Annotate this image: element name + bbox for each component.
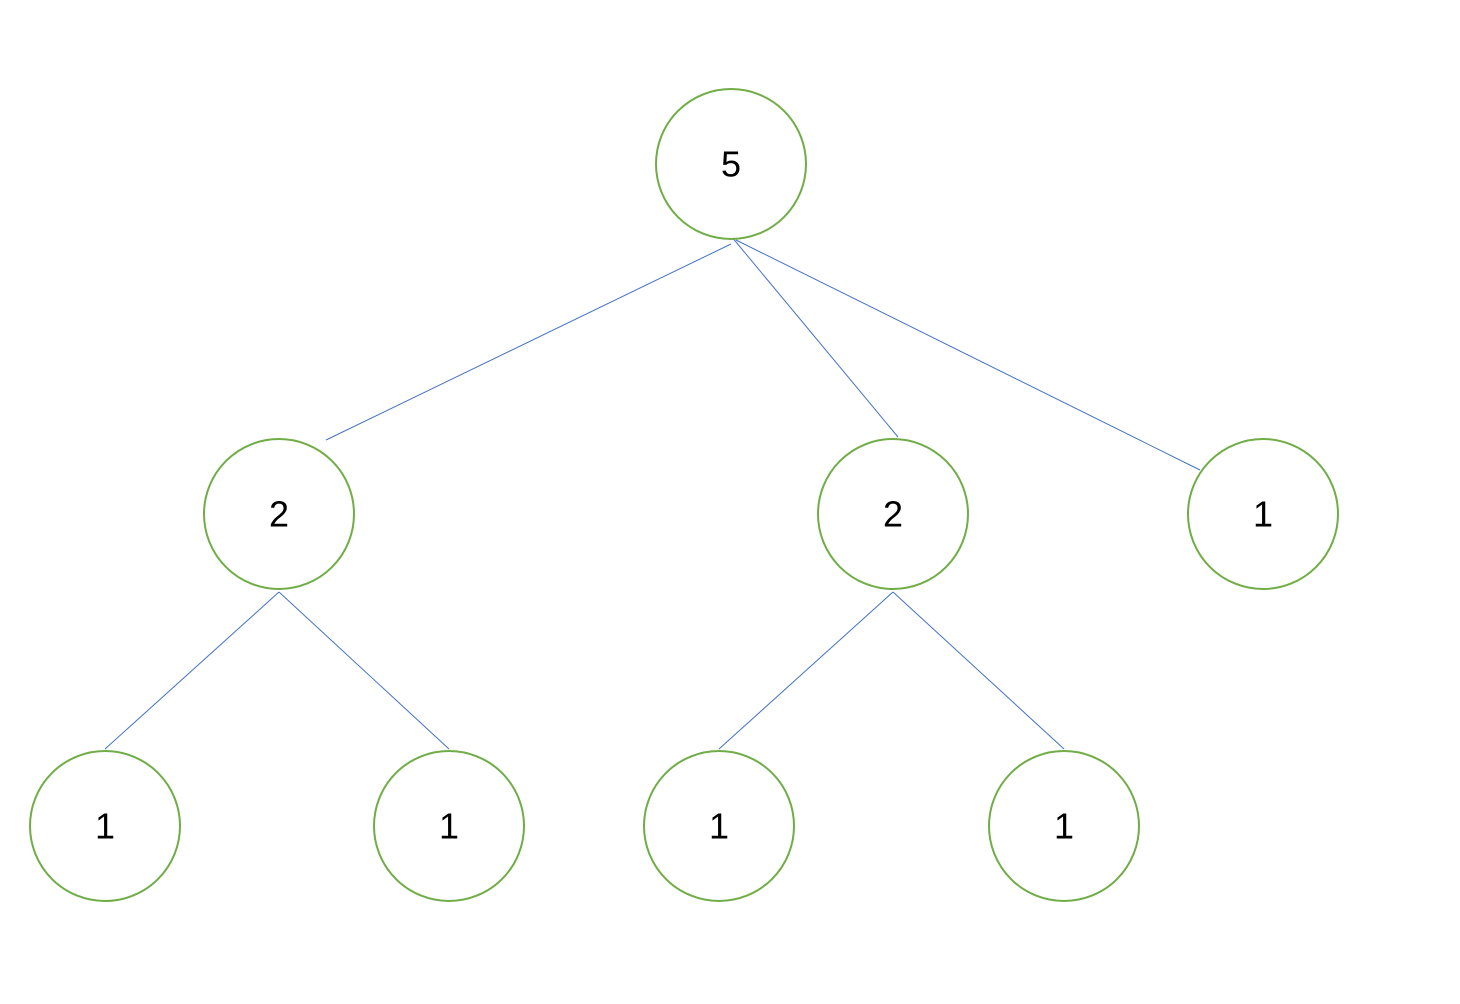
node-label: 1	[439, 806, 459, 847]
node-label: 1	[1054, 806, 1074, 847]
tree-edge-n1-n5	[278, 591, 450, 750]
tree-edge-n0-n2	[730, 235, 899, 438]
node-circle	[373, 750, 525, 902]
node-circle	[988, 750, 1140, 902]
tree-edge-n0-n3	[735, 239, 1201, 471]
tree-edge-n2-n6	[718, 591, 894, 750]
tree-node-n5: 1	[373, 750, 525, 902]
node-label: 2	[269, 494, 289, 535]
tree-node-n0: 5	[655, 88, 807, 240]
tree-node-n7: 1	[988, 750, 1140, 902]
node-circle	[203, 438, 355, 590]
tree-edge-n2-n7	[892, 591, 1065, 750]
tree-node-n4: 1	[29, 750, 181, 902]
node-label: 1	[709, 806, 729, 847]
node-circle	[655, 88, 807, 240]
tree-node-n6: 1	[643, 750, 795, 902]
node-circle	[29, 750, 181, 902]
tree-node-n3: 1	[1187, 438, 1339, 590]
node-circle	[1187, 438, 1339, 590]
tree-node-n1: 2	[203, 438, 355, 590]
node-label: 1	[1253, 494, 1273, 535]
node-label: 5	[721, 144, 741, 185]
edges-layer	[104, 235, 1201, 750]
tree-edge-n0-n1	[325, 243, 732, 441]
tree-node-n2: 2	[817, 438, 969, 590]
nodes-layer: 5 2 2 1 1 1 1 1	[29, 88, 1339, 902]
tree-edge-n1-n4	[104, 591, 280, 750]
node-circle	[643, 750, 795, 902]
node-label: 2	[883, 494, 903, 535]
node-label: 1	[95, 806, 115, 847]
node-circle	[817, 438, 969, 590]
